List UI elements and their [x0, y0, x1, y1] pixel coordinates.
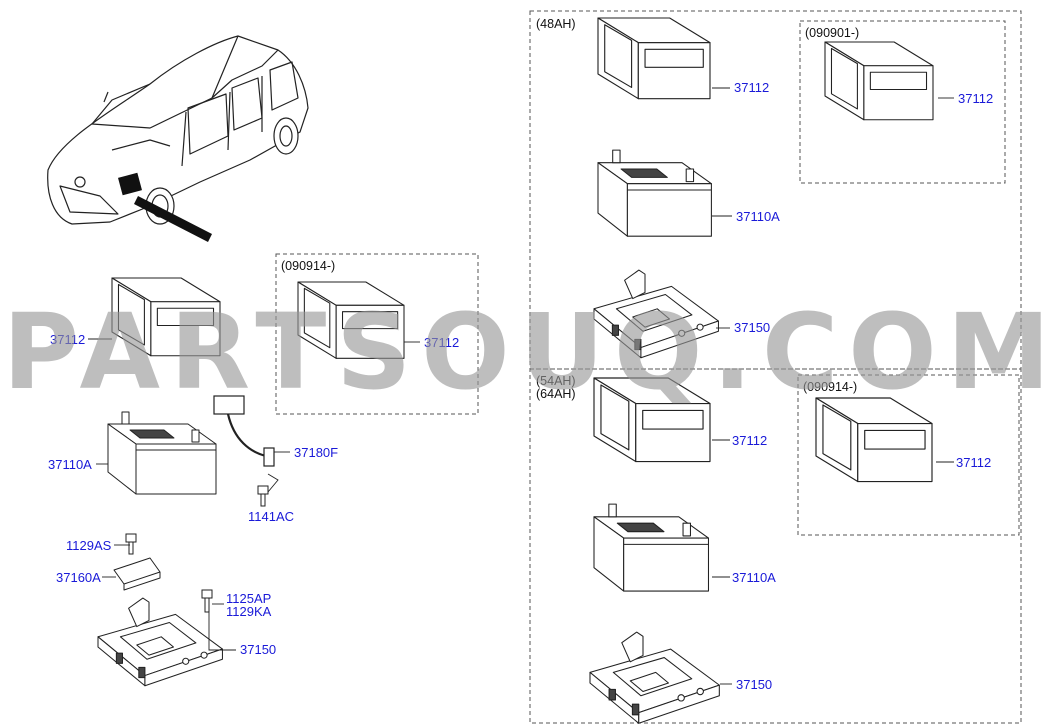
battery-54-64ah — [593, 503, 710, 592]
battery-location-pointer — [118, 172, 212, 242]
battery-base-left — [97, 597, 223, 687]
right-48ah-label: (48AH) — [536, 17, 576, 31]
left-variant-label: (090914-) — [281, 259, 336, 273]
battery-left — [107, 411, 217, 495]
battery-tray-left-variant — [297, 281, 405, 359]
battery-tray-left — [111, 277, 221, 357]
part-link-37112-left-variant[interactable]: 37112 — [424, 335, 460, 350]
part-link-37112-54-64ah-variant[interactable]: 37112 — [956, 455, 992, 470]
battery-tray-48ah — [597, 17, 711, 100]
right-54-64ah-variant-box — [797, 374, 1020, 536]
part-link-1129as[interactable]: 1129AS — [66, 538, 112, 553]
battery-base-54-64ah — [589, 631, 720, 724]
part-link-37110a-54-64ah[interactable]: 37110A — [732, 570, 776, 585]
right-54-64ah-variant-label: (090914-) — [803, 380, 858, 394]
part-link-37112-48ah[interactable]: 37112 — [734, 80, 770, 95]
car-illustration — [47, 35, 309, 225]
part-link-1141ac[interactable]: 1141AC — [248, 509, 295, 524]
bolt-1125ap — [201, 589, 213, 613]
part-link-1129ka[interactable]: 1129KA — [226, 604, 272, 619]
part-link-37112-left[interactable]: 37112 — [50, 332, 86, 347]
part-link-37112-48ah-variant[interactable]: 37112 — [958, 91, 994, 106]
right-48ah-variant-box — [799, 20, 1006, 184]
right-64ah-label: (64AH) — [536, 387, 576, 401]
leader-lines — [88, 87, 954, 685]
part-link-37180f[interactable]: 37180F — [294, 445, 339, 460]
part-link-37150-left[interactable]: 37150 — [240, 642, 277, 657]
right-54ah-label: (54AH) — [536, 374, 576, 388]
left-variant-box — [275, 253, 479, 415]
part-link-37160a[interactable]: 37160A — [56, 570, 101, 585]
bolt-1141ac — [257, 485, 269, 507]
part-link-37150-54-64ah[interactable]: 37150 — [736, 677, 773, 692]
part-link-1125ap[interactable]: 1125AP — [226, 591, 272, 606]
clamp-37160a — [113, 557, 161, 591]
right-54-64ah-box — [529, 368, 1022, 724]
battery-tray-54-64ah-variant — [815, 397, 933, 483]
battery-tray-54-64ah — [593, 377, 711, 463]
part-link-37110a-48ah[interactable]: 37110A — [736, 209, 780, 224]
battery-tray-48ah-variant — [824, 41, 934, 121]
part-link-37110a-left[interactable]: 37110A — [48, 457, 92, 472]
right-48ah-variant-label: (090901-) — [805, 26, 860, 40]
battery-cable-sensor — [213, 395, 275, 467]
battery-base-48ah — [593, 269, 719, 359]
part-link-37150-48ah[interactable]: 37150 — [734, 320, 771, 335]
battery-48ah — [597, 149, 712, 237]
part-link-37112-54-64ah[interactable]: 37112 — [732, 433, 768, 448]
bolt-1129as — [125, 533, 137, 555]
